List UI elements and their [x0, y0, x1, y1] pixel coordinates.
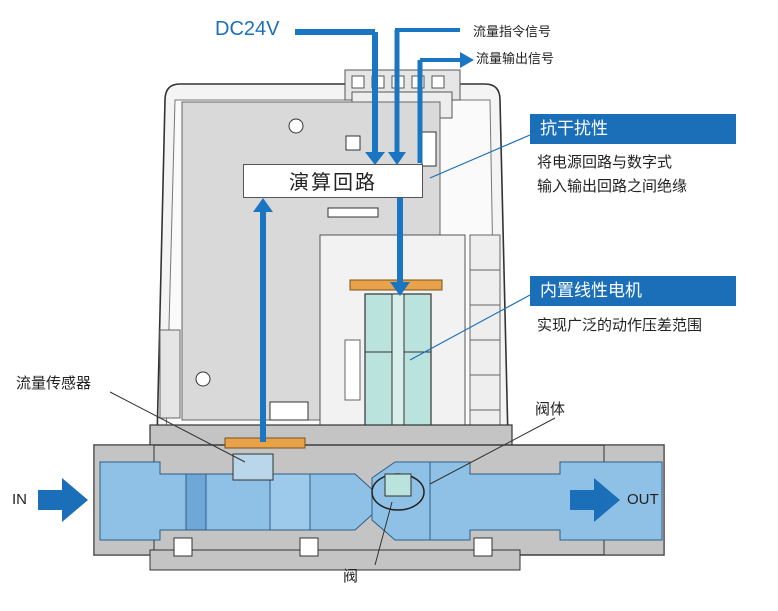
noise-resistance-badge: 抗干扰性 — [530, 114, 736, 144]
valve — [371, 473, 425, 511]
valve-body-label: 阀体 — [535, 400, 566, 418]
flow-command-signal-label: 流量指令信号 — [473, 25, 552, 40]
linear-motor-badge: 内置线性电机 — [530, 276, 736, 306]
noise-resistance-desc-2: 输入输出回路之间绝缘 — [537, 177, 688, 195]
power-label: DC24V — [215, 18, 280, 40]
signal-arrows — [253, 28, 474, 442]
noise-resistance-desc-1: 将电源回路与数字式 — [537, 153, 673, 171]
valve-label: 阀 — [343, 567, 359, 585]
arithmetic-circuit-box: 演算回路 — [243, 164, 423, 198]
inlet-label: IN — [12, 491, 27, 508]
outlet-label: OUT — [627, 491, 659, 508]
fluid-passage — [99, 437, 663, 541]
flow-arrows — [38, 478, 620, 522]
linear-motor-desc: 实现广泛的动作压差范围 — [537, 316, 703, 334]
flow-output-signal-label: 流量输出信号 — [476, 52, 555, 67]
flow-sensor-label: 流量传感器 — [16, 374, 92, 392]
leader-lines — [109, 134, 556, 566]
